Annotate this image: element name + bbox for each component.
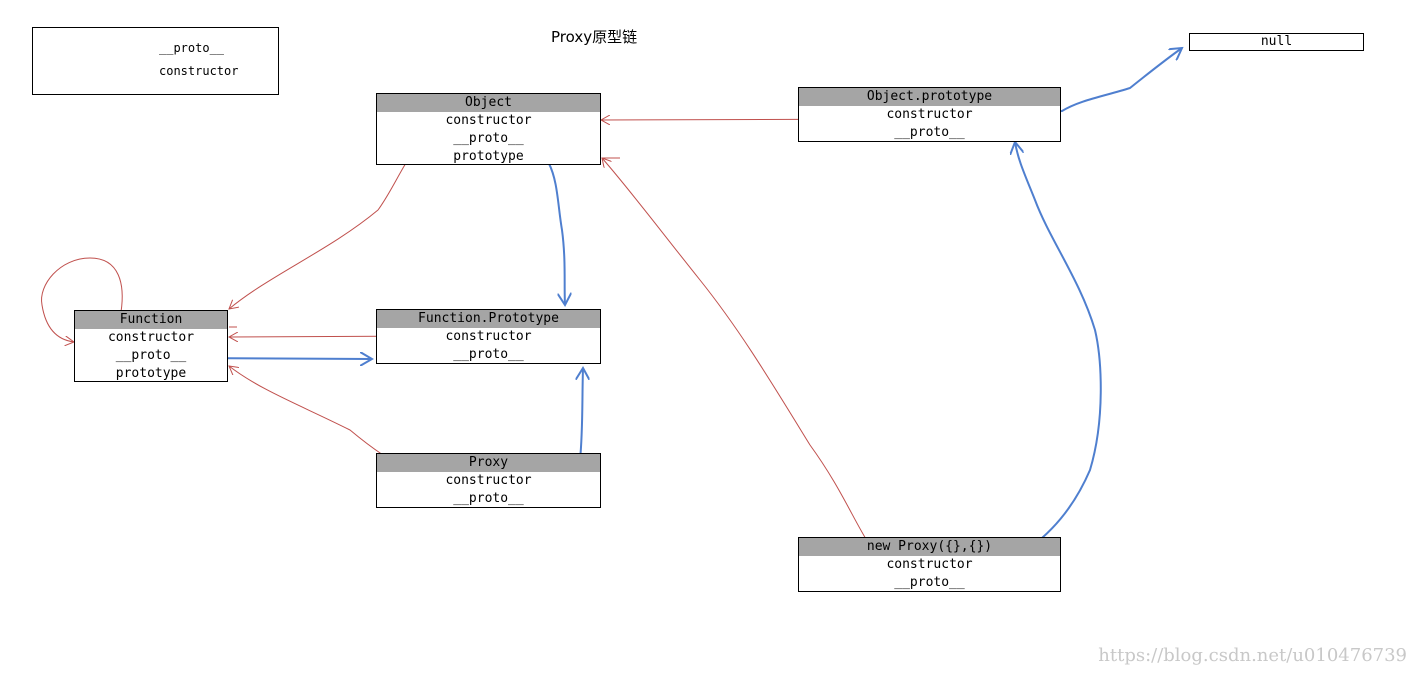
diagram-title: Proxy原型链 bbox=[551, 28, 638, 46]
node-object-prototype-prop-constructor: constructor bbox=[886, 107, 973, 122]
node-proxy-instance-prop-constructor: constructor bbox=[886, 557, 973, 572]
node-null: null bbox=[1189, 33, 1364, 51]
node-function-prototype-header: Function.Prototype bbox=[377, 310, 600, 328]
node-function-prop-constructor: constructor bbox=[107, 330, 195, 345]
node-object-prop-constructor: constructor bbox=[445, 113, 532, 128]
node-function-header: Function bbox=[75, 311, 227, 329]
node-object-prototype-header: Object.prototype bbox=[799, 88, 1060, 106]
node-object-prototype: Object.prototype constructor __proto__ bbox=[798, 87, 1061, 142]
node-function-prop-proto: __proto__ bbox=[115, 348, 187, 363]
edge-function-constructor-self-loop bbox=[41, 257, 123, 342]
node-proxy-header: Proxy bbox=[377, 454, 600, 472]
node-proxy-prop-constructor: constructor bbox=[445, 473, 532, 488]
legend-proto-label: __proto__ bbox=[159, 41, 225, 55]
node-proxy-instance-prop-proto: __proto__ bbox=[894, 575, 965, 590]
node-function-prop-prototype: prototype bbox=[115, 366, 187, 381]
node-proxy-instance-header: new Proxy({},{}) bbox=[799, 538, 1060, 556]
node-object: Object constructor __proto__ prototype bbox=[376, 93, 601, 165]
node-object-prop-proto: __proto__ bbox=[453, 131, 524, 146]
node-proxy-prop-proto: __proto__ bbox=[453, 491, 524, 506]
node-proxy-instance: new Proxy({},{}) constructor __proto__ bbox=[798, 537, 1061, 592]
edge-proxyinstance-constructor-to-object bbox=[602, 158, 888, 568]
node-function-prototype: Function.Prototype constructor __proto__ bbox=[376, 309, 601, 364]
node-function-prototype-prop-constructor: constructor bbox=[445, 329, 532, 344]
edge-proxyinstance-proto-to-objectprototype bbox=[954, 142, 1102, 586]
node-proxy: Proxy constructor __proto__ bbox=[376, 453, 601, 508]
legend: __proto__ constructor bbox=[32, 27, 279, 95]
legend-constructor-label: constructor bbox=[159, 64, 239, 78]
node-object-header: Object bbox=[377, 94, 600, 112]
node-object-prototype-prop-proto: __proto__ bbox=[894, 125, 965, 140]
node-function-prototype-prop-proto: __proto__ bbox=[453, 347, 524, 362]
watermark: https://blog.csdn.net/u010476739 bbox=[1098, 645, 1407, 666]
node-object-prop-prototype: prototype bbox=[453, 149, 524, 164]
node-function: Function constructor __proto__ prototype bbox=[74, 310, 228, 382]
